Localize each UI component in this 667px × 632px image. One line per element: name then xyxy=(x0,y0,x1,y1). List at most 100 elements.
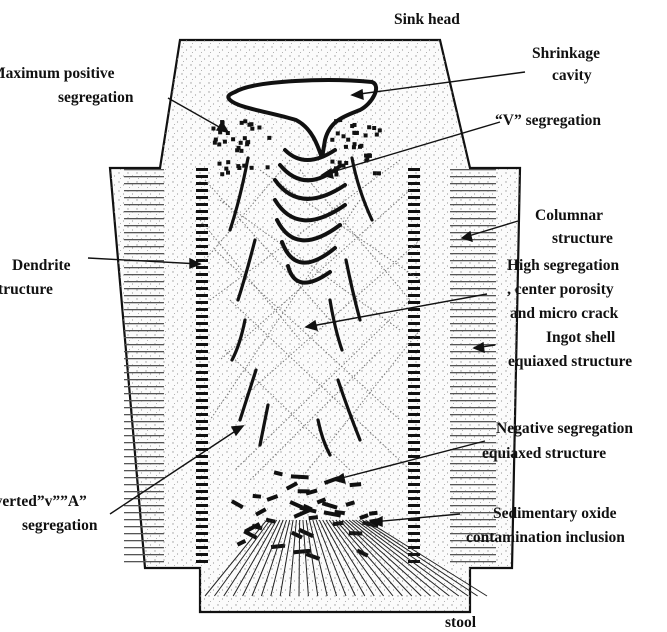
columnar-dash xyxy=(196,343,208,346)
columnar-dash xyxy=(450,197,496,198)
columnar-dash xyxy=(196,357,208,360)
columnar-dash xyxy=(124,372,164,373)
columnar-dash xyxy=(408,532,420,535)
label-max-positive-1: Maximum positive xyxy=(0,65,115,82)
columnar-dash xyxy=(450,344,496,345)
columnar-dash xyxy=(408,196,420,199)
label-stool: stool xyxy=(445,614,477,631)
columnar-dash xyxy=(196,469,208,472)
columnar-dash xyxy=(196,280,208,283)
segregation-dot xyxy=(378,128,382,132)
columnar-dash xyxy=(408,364,420,367)
columnar-dash xyxy=(450,414,496,415)
label-shrinkage-1: Shrinkage xyxy=(532,45,600,62)
columnar-dash xyxy=(408,476,420,479)
columnar-dash xyxy=(124,225,164,226)
label-sediment-2: contamination inclusion xyxy=(466,529,625,546)
columnar-dash xyxy=(124,281,164,282)
columnar-dash xyxy=(408,483,420,486)
columnar-dash xyxy=(450,498,496,499)
columnar-dash xyxy=(196,245,208,248)
columnar-dash xyxy=(408,399,420,402)
segregation-dot xyxy=(226,160,230,164)
columnar-dash xyxy=(124,470,164,471)
columnar-dash xyxy=(450,225,496,226)
segregation-dot xyxy=(239,141,243,145)
segregation-dot xyxy=(235,148,239,152)
columnar-dash xyxy=(408,490,420,493)
columnar-dash xyxy=(408,406,420,409)
columnar-dash xyxy=(408,280,420,283)
columnar-dash xyxy=(124,190,164,191)
columnar-dash xyxy=(196,532,208,535)
columnar-dash xyxy=(408,441,420,444)
columnar-dash xyxy=(408,385,420,388)
segregation-dot xyxy=(243,136,247,140)
label-v-segregation: “V” segregation xyxy=(495,112,601,129)
columnar-dash xyxy=(196,189,208,192)
columnar-dash xyxy=(408,182,420,185)
columnar-dash xyxy=(450,323,496,324)
columnar-dash xyxy=(124,386,164,387)
columnar-dash xyxy=(124,295,164,296)
columnar-dash xyxy=(408,392,420,395)
columnar-dash xyxy=(408,238,420,241)
columnar-dash xyxy=(196,441,208,444)
columnar-dash xyxy=(450,246,496,247)
label-ingot-2: equiaxed structure xyxy=(508,353,632,370)
segregation-dot xyxy=(365,156,369,160)
columnar-dash xyxy=(196,462,208,465)
columnar-dash xyxy=(450,547,496,548)
columnar-dash xyxy=(408,322,420,325)
columnar-dash xyxy=(408,315,420,318)
segregation-dot xyxy=(266,165,270,169)
columnar-dash xyxy=(450,379,496,380)
columnar-dash xyxy=(196,546,208,549)
columnar-dash xyxy=(124,505,164,506)
columnar-dash xyxy=(124,533,164,534)
columnar-dash xyxy=(196,413,208,416)
segregation-dot xyxy=(257,126,261,130)
columnar-dash xyxy=(450,519,496,520)
segregation-dot xyxy=(220,172,224,176)
segregation-dot xyxy=(211,126,215,130)
segregation-dot xyxy=(245,142,249,146)
columnar-dash xyxy=(196,385,208,388)
columnar-dash xyxy=(196,238,208,241)
columnar-dash xyxy=(450,554,496,555)
columnar-dash xyxy=(408,301,420,304)
columnar-dash xyxy=(124,393,164,394)
columnar-dash xyxy=(450,183,496,184)
segregation-dot xyxy=(250,127,254,131)
segregation-dot xyxy=(231,137,235,141)
columnar-dash xyxy=(408,469,420,472)
columnar-dash xyxy=(408,259,420,262)
segregation-dot xyxy=(214,138,218,142)
columnar-dash xyxy=(450,274,496,275)
columnar-dash xyxy=(124,477,164,478)
segregation-dot xyxy=(224,167,228,171)
columnar-dash xyxy=(408,539,420,542)
columnar-dash xyxy=(408,175,420,178)
label-high-seg-3: and micro crack xyxy=(510,305,619,322)
columnar-dash xyxy=(450,358,496,359)
columnar-dash xyxy=(450,330,496,331)
columnar-dash xyxy=(196,210,208,213)
columnar-dash xyxy=(124,169,164,170)
columnar-dash xyxy=(408,294,420,297)
columnar-dash xyxy=(196,175,208,178)
columnar-dash xyxy=(124,323,164,324)
columnar-dash xyxy=(408,210,420,213)
columnar-dash xyxy=(196,371,208,374)
segregation-dot xyxy=(250,166,254,170)
columnar-dash xyxy=(124,267,164,268)
segregation-dot xyxy=(359,144,363,148)
columnar-dash xyxy=(196,497,208,500)
columnar-dash xyxy=(124,540,164,541)
segregation-dot xyxy=(342,134,346,138)
columnar-dash xyxy=(450,267,496,268)
columnar-dash xyxy=(450,421,496,422)
columnar-dash xyxy=(124,358,164,359)
columnar-dash xyxy=(196,308,208,311)
columnar-dash xyxy=(196,392,208,395)
